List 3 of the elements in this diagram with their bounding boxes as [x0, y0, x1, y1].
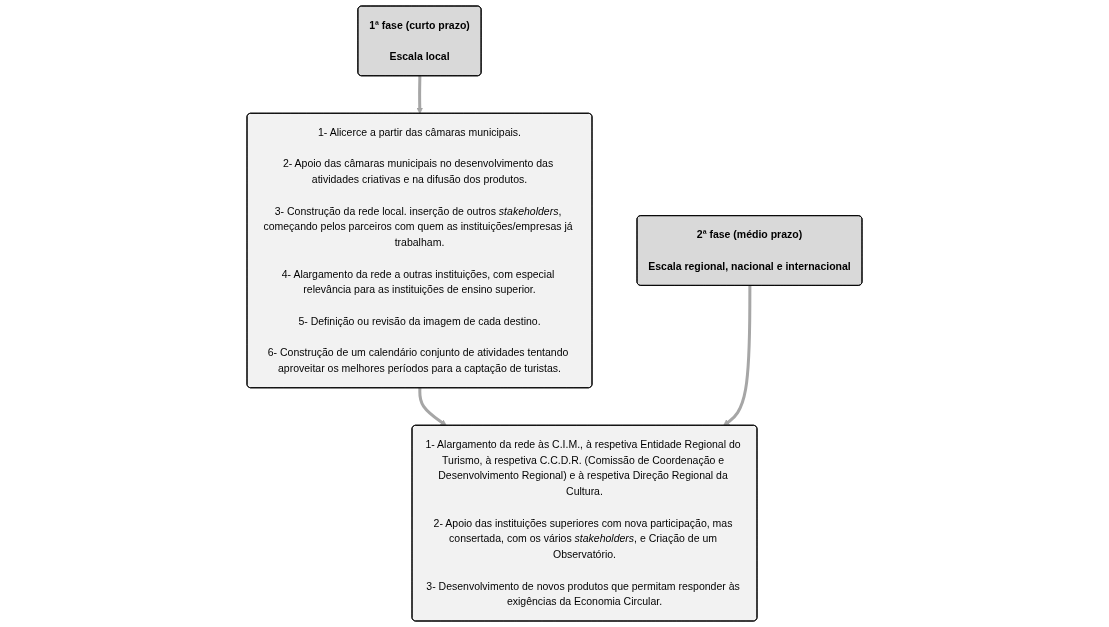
arrow — [723, 285, 752, 426]
arrow — [418, 388, 447, 426]
arrow — [416, 76, 424, 114]
